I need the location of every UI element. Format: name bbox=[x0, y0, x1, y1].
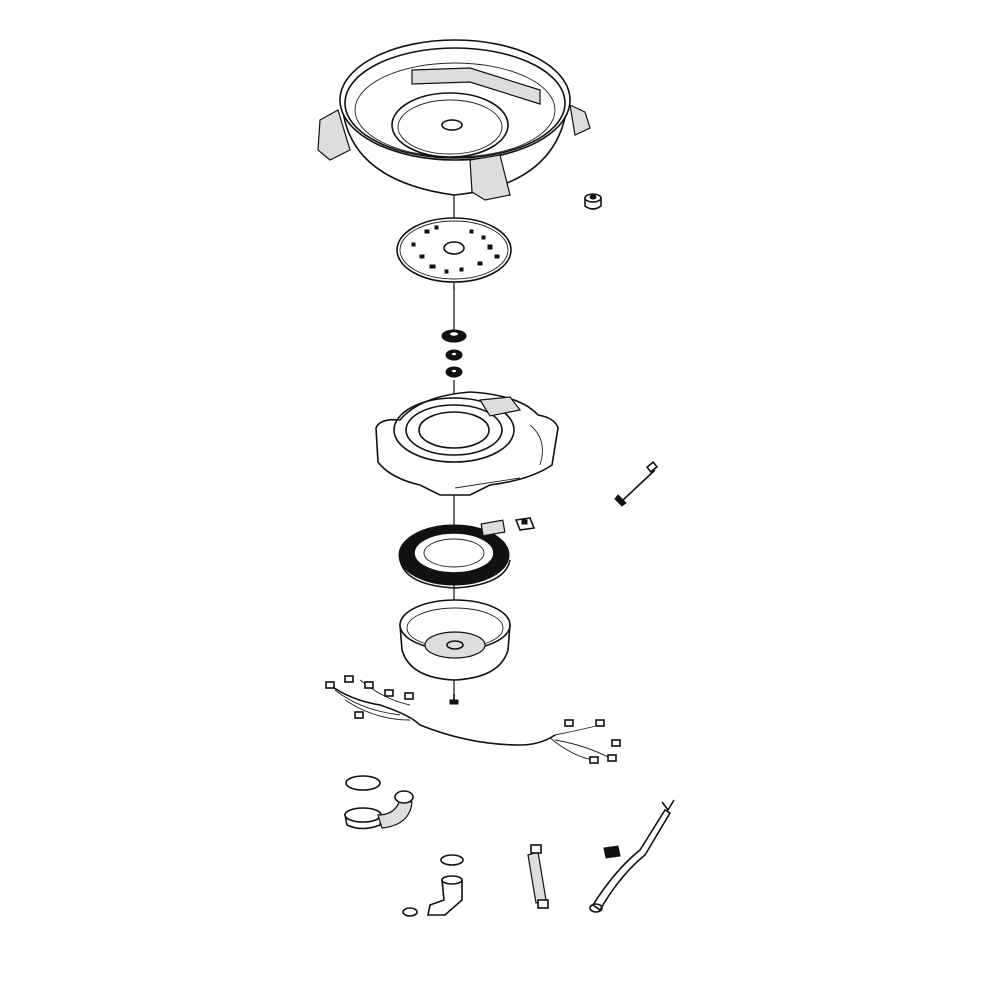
rotor-bolt bbox=[449, 694, 459, 705]
thermistor-sensor bbox=[614, 461, 659, 507]
rotor bbox=[399, 599, 511, 681]
hall-sensor bbox=[514, 517, 536, 531]
vent-hose bbox=[589, 799, 675, 913]
wire-harness bbox=[325, 675, 621, 764]
rotor-shield-plate bbox=[396, 217, 512, 283]
outer-tub bbox=[317, 39, 591, 201]
washer-lower bbox=[445, 366, 463, 378]
bearing-seal bbox=[441, 329, 467, 343]
drain-hose-with-clamps bbox=[344, 775, 414, 830]
bearing-housing-bracket bbox=[375, 391, 559, 496]
stator bbox=[398, 519, 511, 589]
washer-upper bbox=[445, 349, 463, 361]
tub-nut bbox=[584, 193, 602, 210]
short-hose bbox=[527, 844, 549, 909]
drain-elbow-with-clamps bbox=[402, 854, 464, 917]
